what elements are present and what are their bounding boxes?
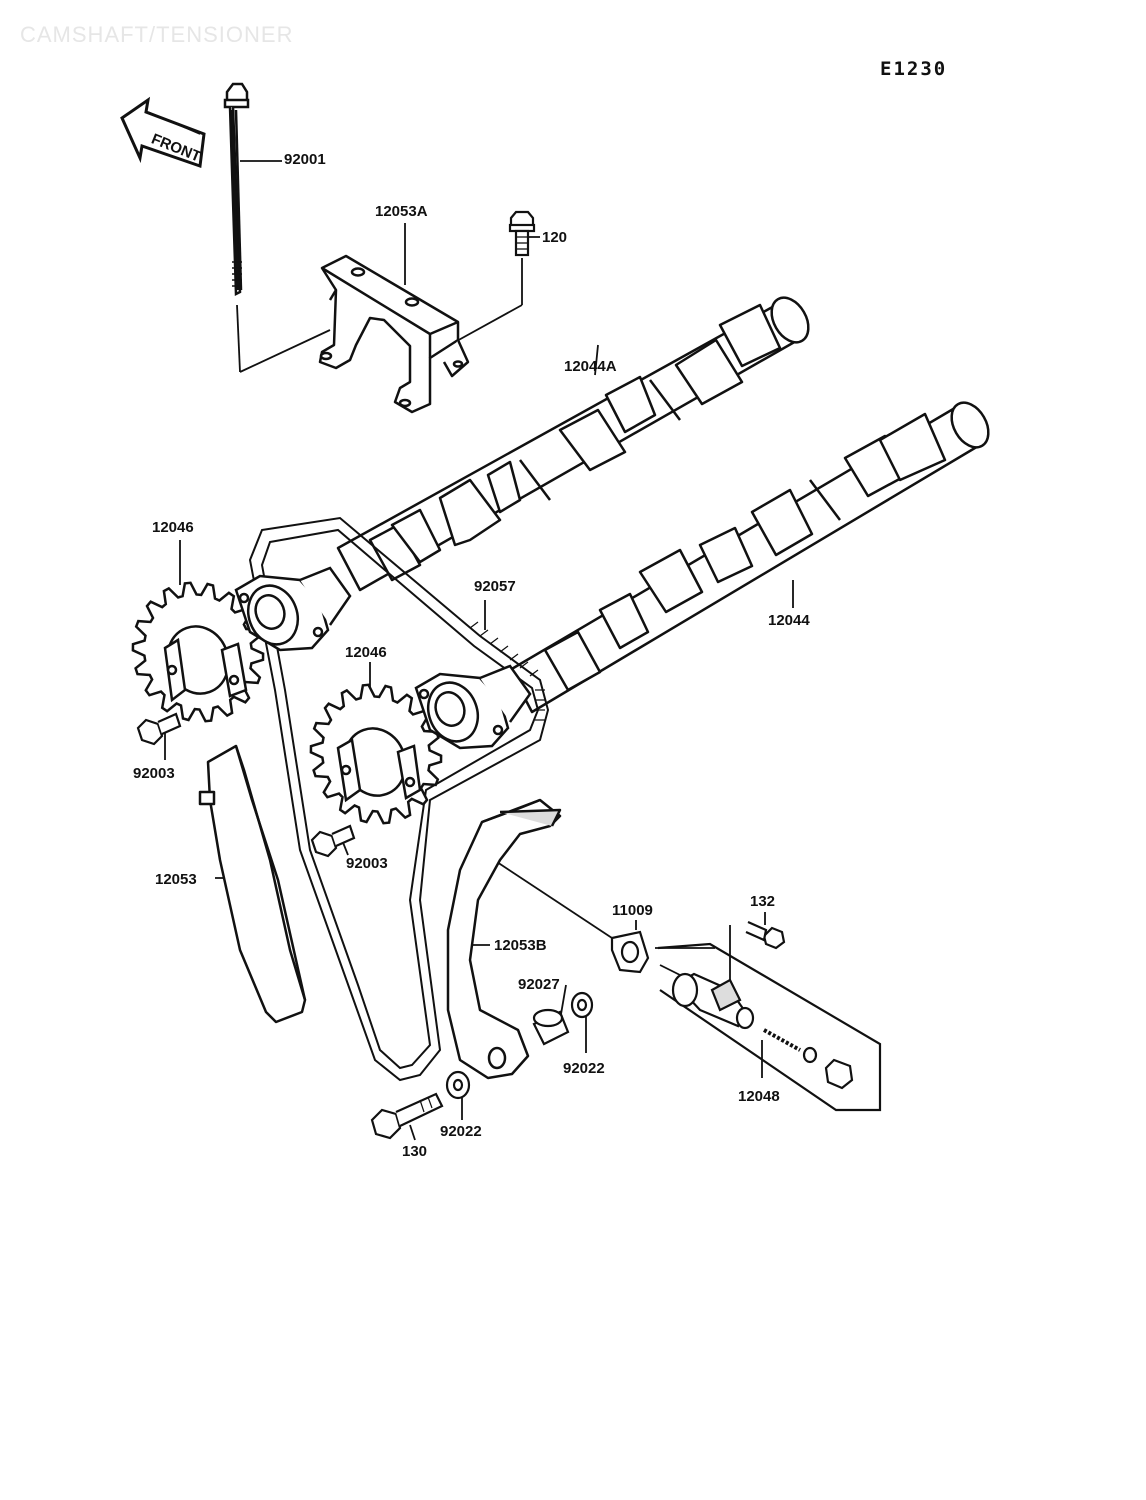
sprocket-bolt-92003-left[interactable]	[136, 712, 182, 746]
bolt-132[interactable]	[745, 920, 786, 950]
cam-sprocket-12046-right[interactable]	[309, 683, 443, 825]
cam-sprocket-12046-left[interactable]	[131, 581, 265, 723]
part-label-92003-right[interactable]: 92003	[346, 855, 388, 872]
tensioner-assembly-12048[interactable]	[657, 942, 882, 1112]
camshaft-12044[interactable]	[508, 396, 996, 714]
camshaft-holder-12053A[interactable]	[318, 254, 470, 414]
bolt-120[interactable]	[508, 210, 536, 257]
part-label-11009[interactable]: 11009	[612, 902, 653, 919]
part-label-130[interactable]: 130	[402, 1143, 428, 1160]
part-label-12053[interactable]: 12053	[155, 871, 197, 888]
camshaft-journal-lower	[414, 664, 532, 750]
gasket-11009[interactable]	[610, 930, 650, 974]
washer-92022-right[interactable]	[570, 991, 594, 1019]
part-label-92022-lower[interactable]: 92022	[440, 1123, 482, 1140]
part-label-92003-left[interactable]: 92003	[133, 765, 175, 782]
chain-guide-12053[interactable]	[198, 744, 307, 1024]
part-label-12053B[interactable]: 12053B	[494, 937, 547, 954]
part-label-92057[interactable]: 92057	[474, 578, 516, 595]
part-label-12053A[interactable]: 12053A	[375, 203, 428, 220]
part-label-92001[interactable]: 92001	[284, 151, 326, 168]
part-label-92027[interactable]: 92027	[518, 976, 560, 993]
diagram-code: E1230	[880, 58, 948, 80]
chain-tensioner-guide-12053B[interactable]	[446, 798, 562, 1080]
collar-92027[interactable]	[532, 1008, 570, 1046]
part-label-12048[interactable]: 12048	[738, 1088, 780, 1105]
part-label-120[interactable]: 120	[542, 229, 568, 246]
part-label-12044[interactable]: 12044	[768, 612, 810, 629]
bolt-130[interactable]	[370, 1092, 444, 1140]
part-label-132[interactable]: 132	[750, 893, 776, 910]
part-label-12046-right[interactable]: 12046	[345, 644, 387, 661]
part-label-12044A[interactable]: 12044A	[564, 358, 617, 375]
camshaft-12044A[interactable]	[336, 291, 816, 592]
part-label-92022-right[interactable]: 92022	[563, 1060, 605, 1077]
long-bolt-92001[interactable]	[223, 82, 250, 296]
camshaft-journal-upper	[234, 566, 352, 652]
front-arrow-icon: FRONT	[120, 96, 206, 169]
diagram-title-watermark: CAMSHAFT/TENSIONER	[20, 22, 294, 47]
part-label-12046-left[interactable]: 12046	[152, 519, 194, 536]
sprocket-bolt-92003-right[interactable]	[310, 824, 356, 858]
washer-92022-lower[interactable]	[445, 1070, 471, 1100]
